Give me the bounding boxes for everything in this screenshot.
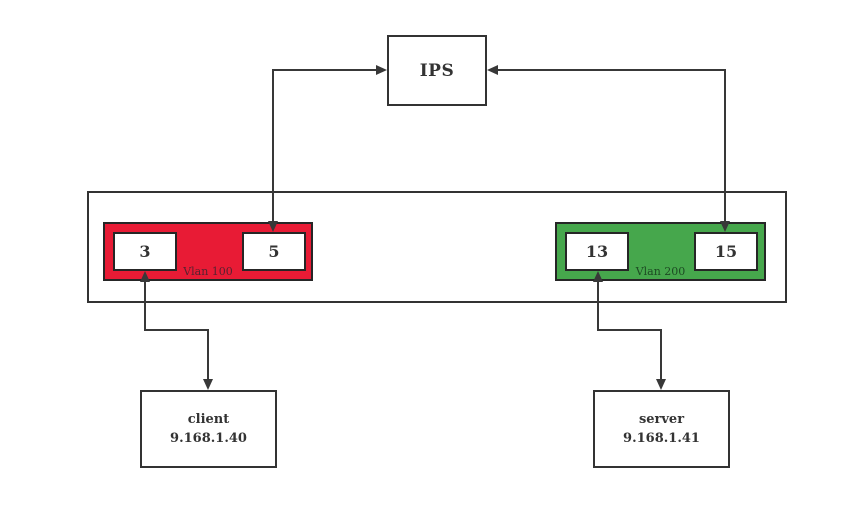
port-13: 13 <box>565 232 629 271</box>
vlan-200-group: 13 15 Vlan 200 <box>555 222 766 281</box>
server-node: server 9.168.1.41 <box>593 390 730 468</box>
vlan-100-group: 3 5 Vlan 100 <box>103 222 313 281</box>
arrowhead-into-ips-left <box>376 65 387 75</box>
client-name: client <box>187 412 230 427</box>
port-5-label: 5 <box>268 242 280 261</box>
ips-node: IPS <box>387 35 487 106</box>
ips-label: IPS <box>419 60 455 81</box>
port-3-label: 3 <box>139 242 151 261</box>
client-node: client 9.168.1.40 <box>140 390 277 468</box>
port-15-label: 15 <box>714 242 738 261</box>
server-name: server <box>638 412 685 427</box>
client-ip: 9.168.1.40 <box>170 431 247 446</box>
arrowhead-into-server <box>656 379 666 390</box>
arrowhead-into-ips-right <box>487 65 498 75</box>
server-ip: 9.168.1.41 <box>623 431 700 446</box>
port-5: 5 <box>242 232 306 271</box>
vlan-200-label: Vlan 200 <box>635 265 686 278</box>
port-13-label: 13 <box>585 242 609 261</box>
arrowhead-into-client <box>203 379 213 390</box>
port-3: 3 <box>113 232 177 271</box>
port-15: 15 <box>694 232 758 271</box>
vlan-100-label: Vlan 100 <box>183 265 233 278</box>
